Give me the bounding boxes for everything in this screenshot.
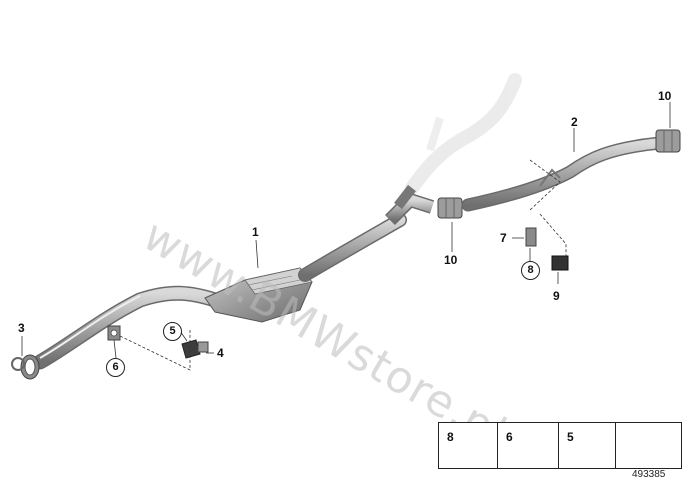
bracket-7 — [525, 227, 537, 247]
callout-10-right: 10 — [658, 89, 672, 103]
clamp-10-right — [655, 129, 681, 153]
callout-3: 3 — [18, 321, 25, 335]
front-clamp — [11, 354, 40, 380]
callout-9: 9 — [553, 289, 560, 303]
clamp-10-left — [437, 197, 463, 219]
legend-number: 5 — [567, 430, 574, 444]
legend-number: 8 — [447, 430, 454, 444]
callout-10-left: 10 — [444, 253, 458, 267]
center-muffler — [204, 267, 313, 323]
rubber-mount-4 — [181, 339, 209, 359]
legend-number: 6 — [506, 430, 513, 444]
callout-6: 6 — [106, 358, 125, 377]
ghost-pipe — [405, 73, 522, 195]
mid-pipe — [298, 184, 435, 282]
callout-5: 5 — [163, 322, 182, 341]
rear-pipe — [461, 136, 667, 212]
hanger-6 — [107, 325, 121, 341]
rubber-mount-9 — [551, 255, 569, 271]
fastener-legend: 8 6 5 — [438, 422, 682, 469]
legend-cell-bolt: 5 — [559, 423, 616, 468]
legend-cell-flange-nut: 6 — [498, 423, 559, 468]
legend-cell-flange-bolt: 8 — [439, 423, 498, 468]
front-pipe — [32, 285, 223, 370]
callout-7: 7 — [500, 231, 507, 245]
callout-2: 2 — [571, 115, 578, 129]
document-number: 493385 — [632, 469, 666, 480]
legend-cell-arrow — [616, 423, 680, 468]
callout-1: 1 — [252, 225, 259, 239]
callout-4: 4 — [217, 346, 224, 360]
callout-8: 8 — [521, 261, 540, 280]
